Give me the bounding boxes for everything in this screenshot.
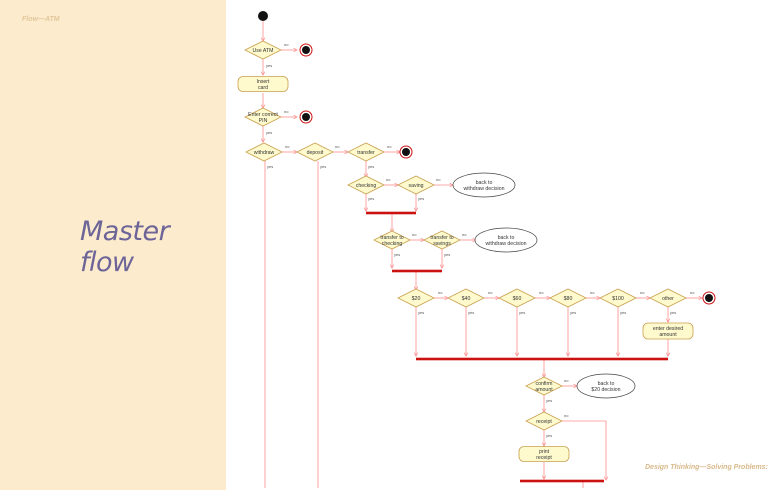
flow-label-yes: yes [267,164,273,169]
flow-label-no: no [690,290,695,295]
flow-label-yes: yes [418,196,424,201]
sync-bar [520,479,604,483]
svg-text:$40: $40 [462,296,471,302]
sync-bars [366,211,668,483]
decision-use_atm: Use ATM [244,40,282,60]
svg-text:transfer: transfer [357,150,375,156]
flow-label-yes: yes [546,433,552,438]
flow-label-yes: yes [444,252,450,257]
flow-label-no: no [285,144,290,149]
decision-other: other [649,288,687,308]
decision-a100: $100 [599,288,637,308]
sync-bar [366,211,416,215]
flow-label-no: no [590,290,595,295]
svg-text:checking: checking [356,183,377,189]
flow-label-no: no [462,232,467,237]
decision-receipt: receipt [525,411,563,431]
flow-label-yes: yes [266,130,272,135]
flow-label-yes: yes [670,310,676,315]
footer-caption: Design Thinking—Solving Problems: [645,464,768,471]
flow-label-yes: yes [418,310,424,315]
flow-label-no: no [412,232,417,237]
flow-label-yes: yes [620,310,626,315]
flow-label-no: no [564,378,569,383]
sync-bar [392,269,442,273]
decision-a40: $40 [447,288,485,308]
svg-text:Use ATM: Use ATM [253,48,274,54]
flow-label-yes: yes [394,252,400,257]
end-node [702,291,716,305]
flow-label-no: no [488,290,493,295]
decision-a60: $60 [498,288,536,308]
svg-text:$20: $20 [412,296,421,302]
flow-label-yes: yes [266,63,272,68]
svg-text:$100: $100 [612,296,624,302]
svg-text:other: other [662,296,674,302]
flow-label-no: no [284,109,289,114]
sidebar-panel: Flow—ATM Master flow [0,0,226,490]
decision-transfer: transfer [347,142,385,162]
flow-label-yes: yes [368,196,374,201]
flow-label-no: no [438,290,443,295]
decision-checking: checking [347,175,385,195]
flow-edge [562,420,606,480]
start-node [258,11,268,21]
flow-label-no: no [386,177,391,182]
svg-text:saving: saving [409,183,424,189]
note-back_20: back to$20 decision [576,373,636,399]
decision-withdraw: withdraw [245,142,283,162]
flow-label-no: no [436,177,441,182]
end-node [299,43,313,57]
flow-label-no: no [284,42,289,47]
flow-label-yes: yes [468,310,474,315]
svg-text:withdraw: withdraw [254,150,275,156]
decision-saving: saving [397,175,435,195]
end-node [399,145,413,159]
flow-label-no: no [539,290,544,295]
flow-label-yes: yes [320,164,326,169]
flow-edges: no yes no yes no no no yes yes yes no no yes yes no no y… [263,21,702,488]
flow-label-yes: yes [368,164,374,169]
flow-label-no: no [564,413,569,418]
decision-deposit: deposit [296,142,334,162]
decision-a20: $20 [397,288,435,308]
flow-label-no: no [335,144,340,149]
flow-label-yes: yes [570,310,576,315]
page-title: Master flow [80,216,170,278]
sync-bar [416,357,668,361]
decision-a80: $80 [549,288,587,308]
svg-text:$80: $80 [564,296,573,302]
svg-text:$60: $60 [513,296,522,302]
end-node [299,110,313,124]
flow-label-yes: yes [519,310,525,315]
svg-text:back to$20 decision: back to$20 decision [591,381,620,393]
flow-label-no: no [387,144,392,149]
svg-text:deposit: deposit [307,150,324,156]
breadcrumb: Flow—ATM [22,16,60,23]
flow-label-no: no [640,290,645,295]
svg-text:receipt: receipt [536,419,552,425]
flow-label-yes: yes [546,398,552,403]
